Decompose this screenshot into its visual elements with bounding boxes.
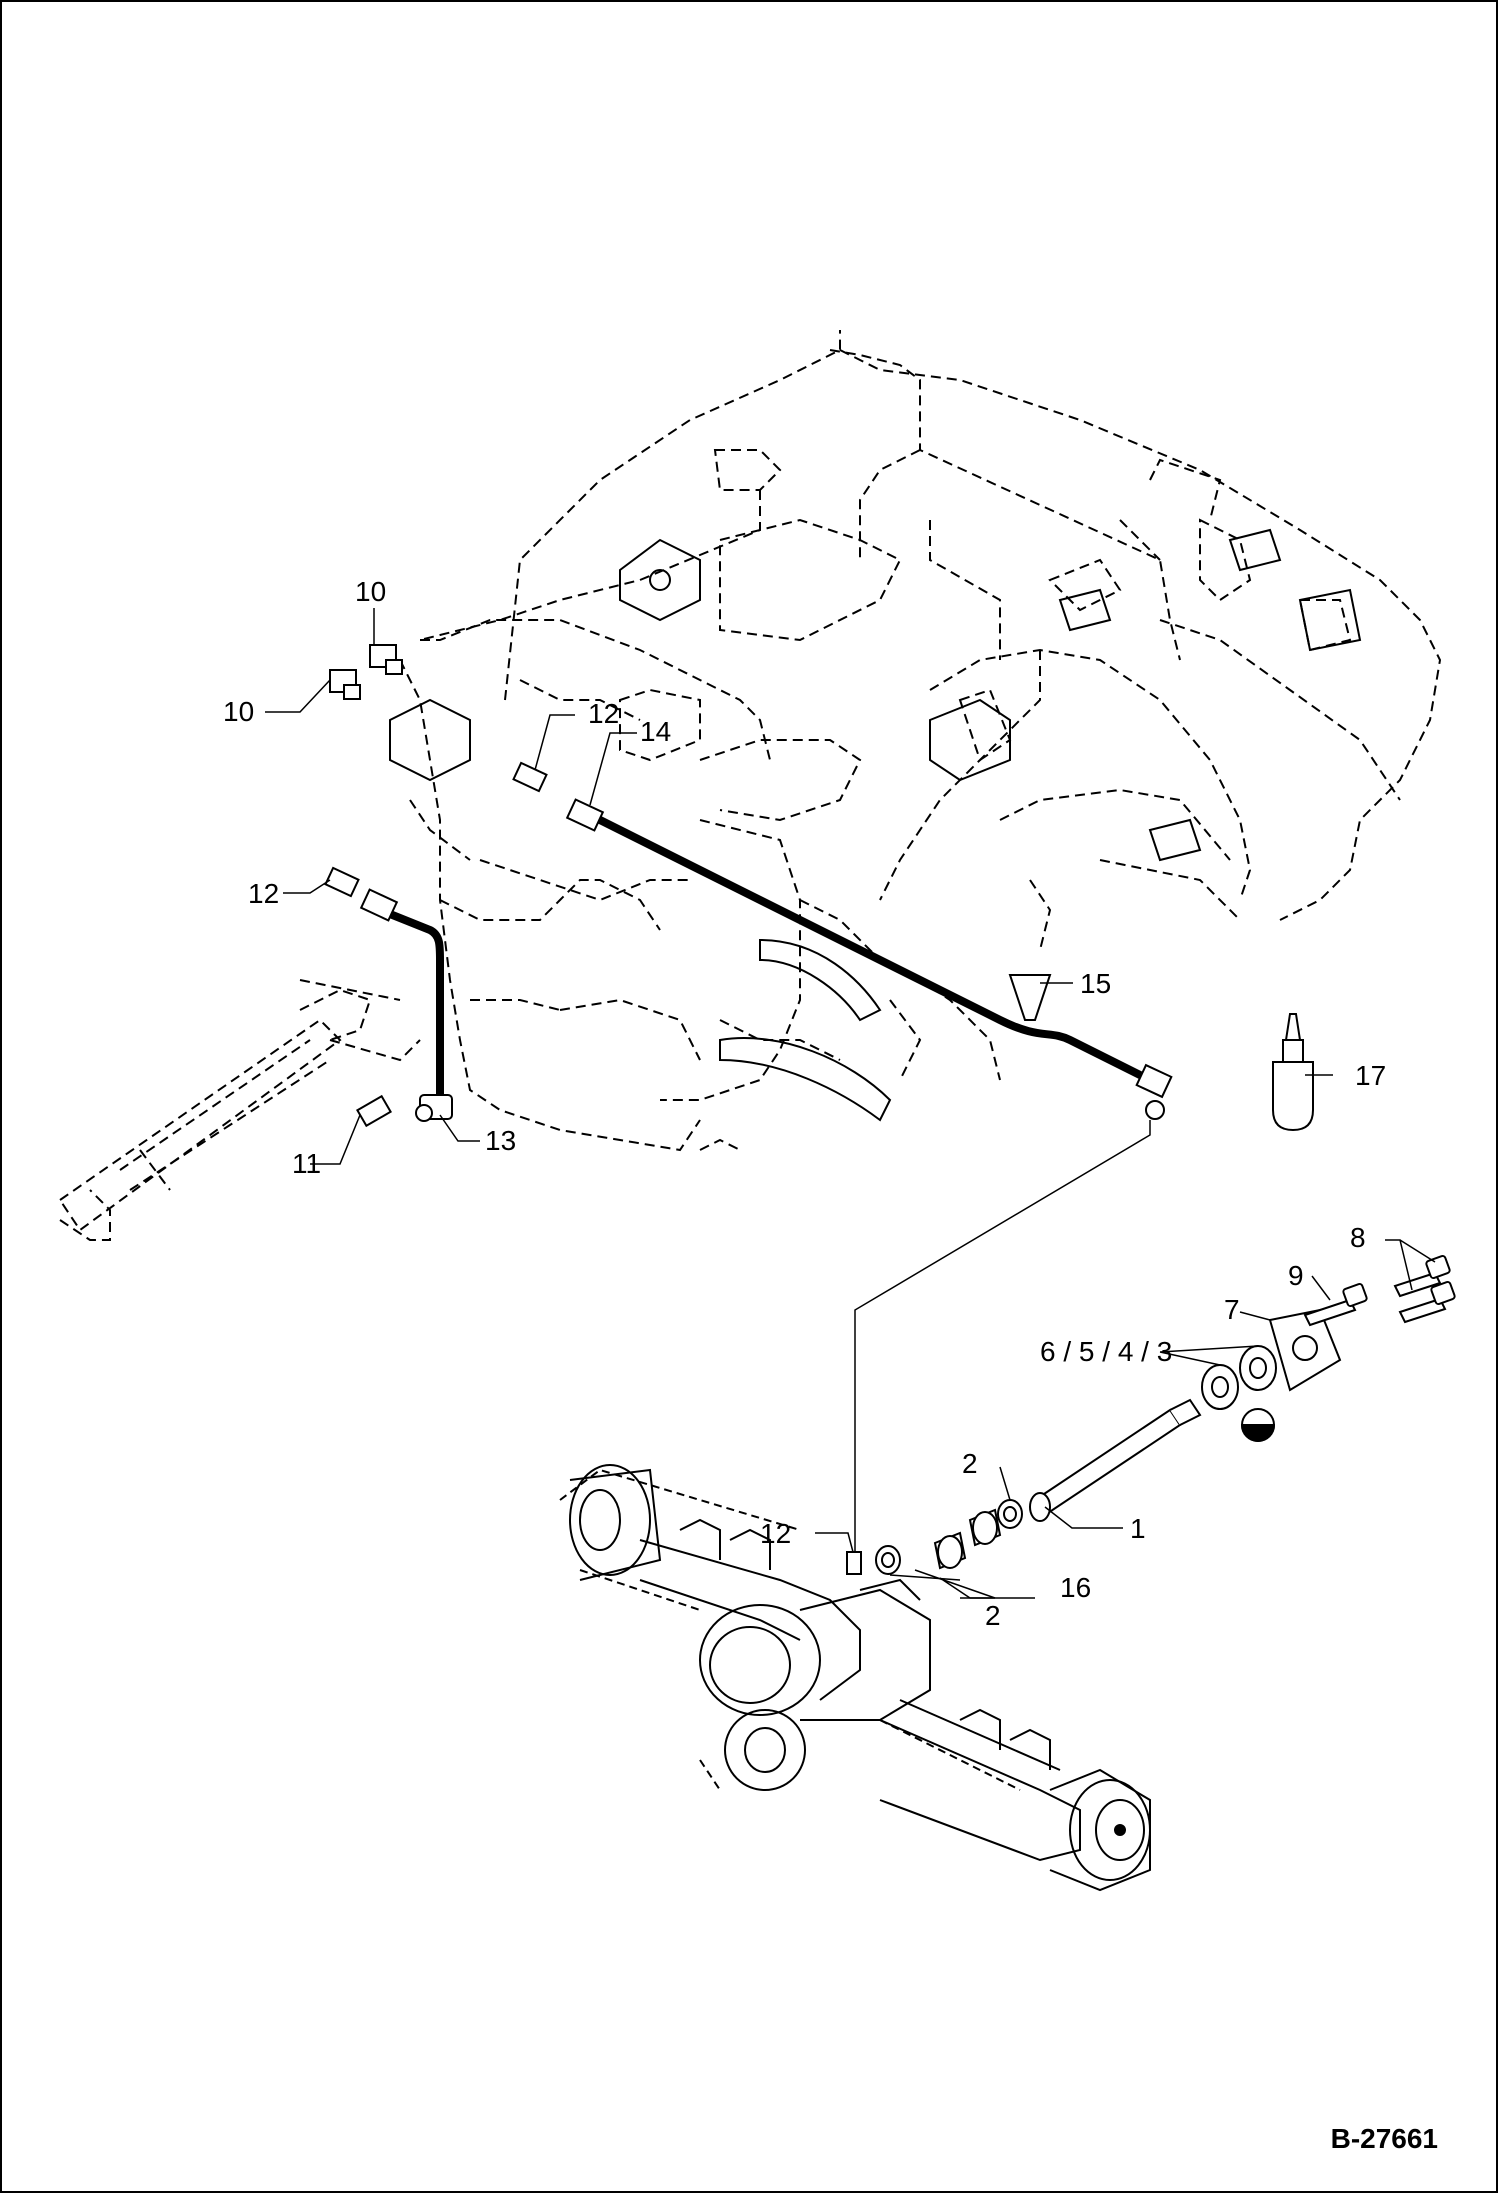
callout-12-left: 12 bbox=[248, 878, 280, 909]
pin-1 bbox=[1033, 1408, 1182, 1517]
hose-14-end-lower bbox=[1135, 1063, 1173, 1099]
callout-2-lower: 2 bbox=[985, 1600, 1001, 1631]
hose-13-end-upper bbox=[359, 888, 399, 922]
machine-frame bbox=[58, 330, 1442, 1241]
fitting-12-upper bbox=[512, 761, 548, 793]
fitting-12-axle bbox=[846, 1551, 862, 1575]
callout-6-5-4-3: 6 / 5 / 4 / 3 bbox=[1040, 1336, 1173, 1367]
callout-14: 14 bbox=[640, 716, 672, 747]
hose-13 bbox=[376, 906, 444, 1099]
callout-7: 7 bbox=[1224, 1294, 1240, 1325]
bolt-9 bbox=[1303, 1298, 1357, 1327]
callout-10-lower: 10 bbox=[223, 696, 255, 727]
frame-solid-details bbox=[389, 528, 1362, 1122]
adhesive-bottle-17 bbox=[1272, 1013, 1314, 1132]
callout-17: 17 bbox=[1355, 1060, 1387, 1091]
callout-11: 11 bbox=[292, 1148, 322, 1179]
axle-hidden-lines bbox=[559, 1468, 1021, 1791]
grease-cap-15 bbox=[1008, 974, 1052, 1021]
fittings bbox=[324, 644, 1173, 1575]
axle-assembly bbox=[569, 1464, 1151, 1892]
callout-15: 15 bbox=[1080, 968, 1112, 999]
callout-2-upper: 2 bbox=[962, 1448, 978, 1479]
hoses bbox=[376, 816, 1154, 1099]
connection-line-hose-to-axle bbox=[854, 1120, 1151, 1552]
drawing-number: B-27661 bbox=[1330, 2123, 1438, 2154]
callout-13: 13 bbox=[485, 1125, 517, 1156]
leader-lines bbox=[265, 608, 1436, 1599]
callout-10-upper: 10 bbox=[355, 576, 387, 607]
callout-16: 16 bbox=[1060, 1572, 1092, 1603]
pin-and-washers bbox=[875, 1254, 1456, 1575]
hose-14 bbox=[596, 816, 1154, 1084]
callout-8: 8 bbox=[1350, 1222, 1366, 1253]
callout-9: 9 bbox=[1288, 1260, 1304, 1291]
callout-12-upper: 12 bbox=[588, 698, 620, 729]
hose-14-end-upper bbox=[565, 798, 605, 832]
bolt-8-lower bbox=[1398, 1297, 1447, 1324]
grease-symbol bbox=[1240, 1408, 1276, 1442]
fitting-12-left bbox=[324, 866, 360, 898]
bolt-8-upper bbox=[1393, 1271, 1442, 1298]
callout-1: 1 bbox=[1130, 1513, 1146, 1544]
fitting-11 bbox=[356, 1094, 392, 1128]
callout-12-axle: 12 bbox=[760, 1518, 792, 1549]
